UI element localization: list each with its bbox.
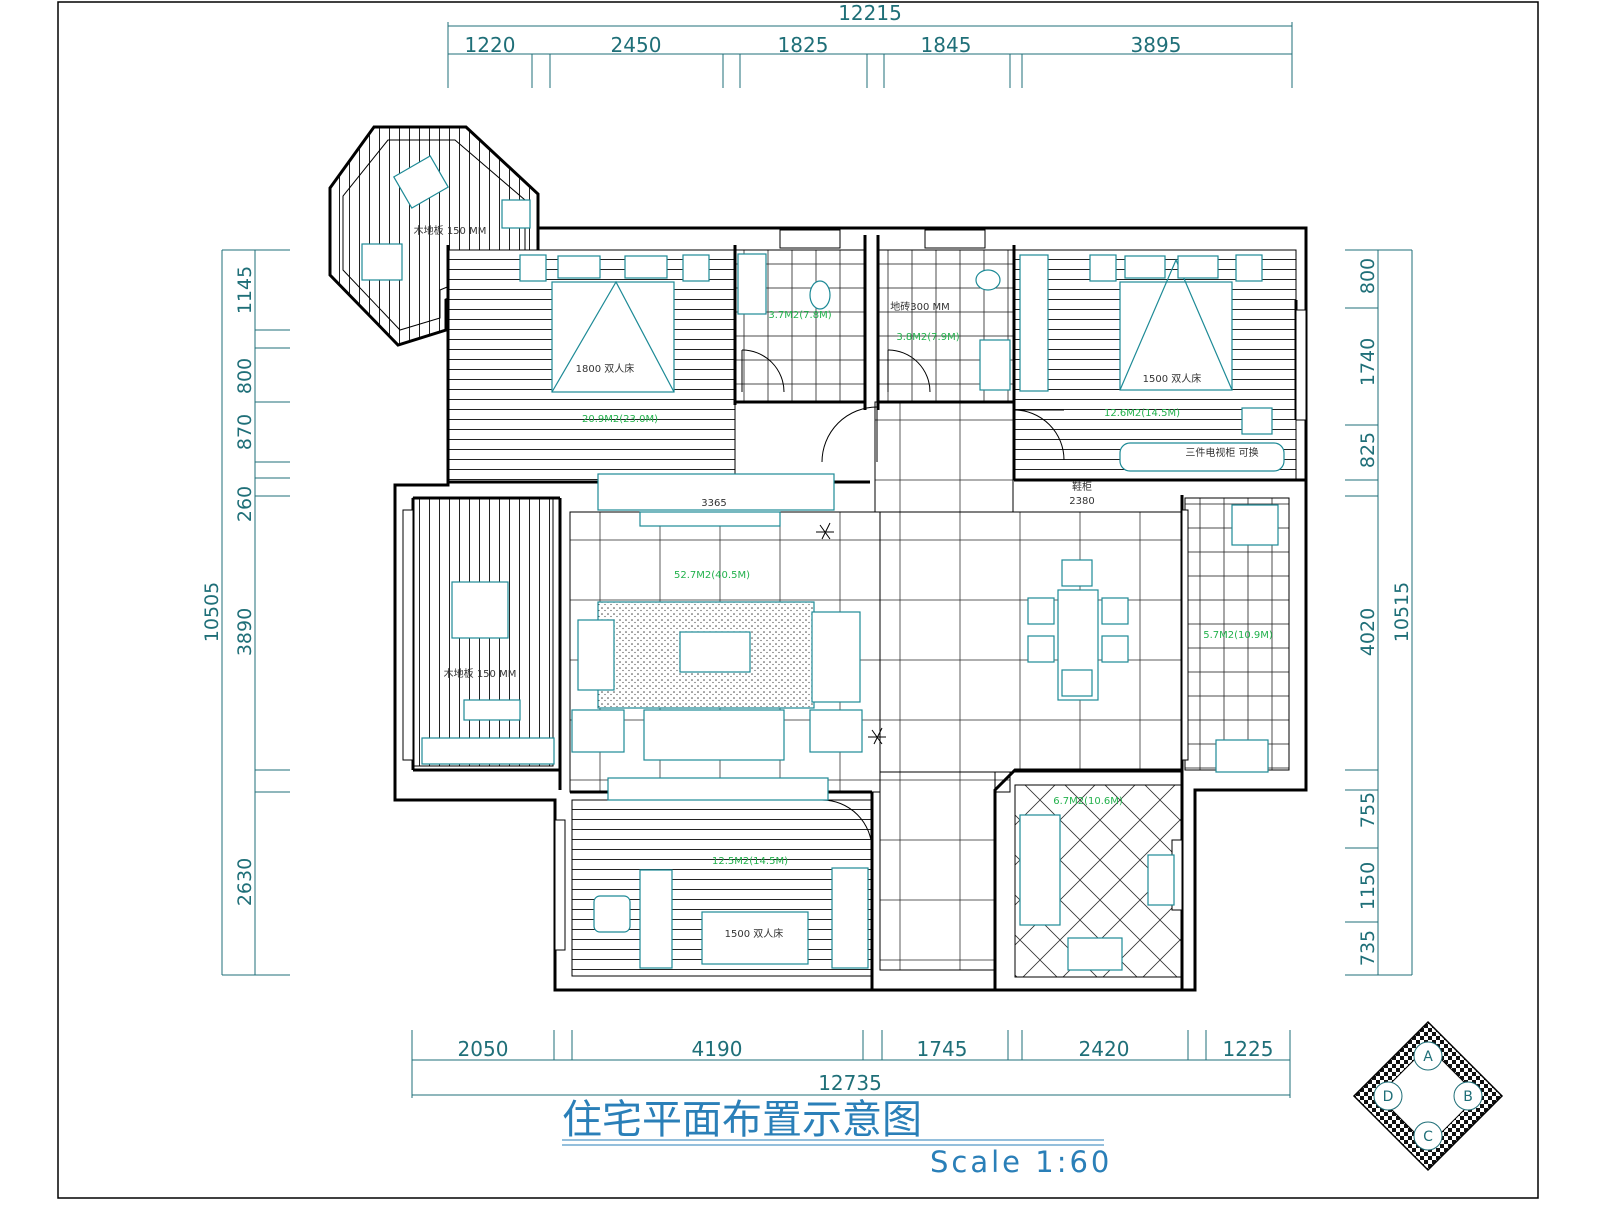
area-bedroom3: 12.5M2(14.5M) [712, 856, 788, 867]
label-balcony-top: 木地板 150 MM [414, 224, 487, 237]
corridor-floor [874, 401, 1014, 513]
area-bath1: 3.7M2(7.8M) [768, 310, 831, 321]
dim-left-3: 870 [234, 414, 256, 450]
dim-right-5: 755 [1357, 792, 1379, 828]
dim-left-2: 800 [234, 358, 256, 394]
dim-top-5: 3895 [1131, 33, 1182, 57]
dim-right-3: 825 [1357, 432, 1379, 468]
dim-right-4: 4020 [1357, 608, 1379, 656]
furniture [361, 155, 1285, 971]
drawing-title: 住宅平面布置示意图 [562, 1097, 922, 1143]
compass-b: B [1463, 1089, 1473, 1105]
dim-left-6: 2630 [234, 858, 256, 906]
area-bedroom2: 12.6M2(14.5M) [1104, 408, 1180, 419]
dim-right-6: 1150 [1357, 862, 1379, 910]
compass-rose: A B C D [1352, 1020, 1504, 1172]
label-bath2-note: 地砖300 MM [890, 300, 950, 313]
dim-top-1: 1220 [465, 33, 516, 57]
dim-bottom-1: 2050 [458, 1037, 509, 1061]
area-master-bedroom: 20.9M2(23.0M) [582, 414, 658, 425]
dim-right-total: 10515 [1391, 582, 1413, 642]
window-marks [402, 229, 1307, 951]
label-shoe-cabinet: 鞋柜 [1072, 480, 1092, 493]
label-width-a: 2380 [1069, 496, 1094, 507]
label-bed-second: 1500 双人床 [1143, 372, 1202, 385]
area-kitchen: 6.7M2(10.6M) [1053, 796, 1123, 807]
label-width-b: 3365 [701, 498, 726, 509]
dim-right-2: 1740 [1357, 338, 1379, 386]
balcony-top-left [328, 125, 540, 347]
dim-bottom-2: 4190 [692, 1037, 743, 1061]
dim-right-7: 735 [1357, 930, 1379, 966]
label-bed-third: 1500 双人床 [725, 927, 784, 940]
dim-right-1: 800 [1357, 258, 1379, 294]
doors [741, 349, 1065, 851]
dim-bottom-total: 12735 [818, 1071, 882, 1095]
compass-d: D [1383, 1089, 1394, 1105]
compass-c: C [1423, 1129, 1433, 1145]
area-bath2: 3.8M2(7.9M) [896, 332, 959, 343]
dim-left-5: 3890 [234, 608, 256, 656]
dim-left-total: 10505 [201, 582, 223, 642]
dimension-lines [221, 22, 1413, 1098]
area-balcony-right: 5.7M2(10.9M) [1203, 630, 1273, 641]
label-tv-cabinet: 三件电视柜 可换 [1185, 446, 1258, 459]
label-bed-master: 1800 双人床 [576, 362, 635, 375]
area-living: 52.7M2(40.5M) [674, 570, 750, 581]
drawing-scale: Scale 1:60 [930, 1145, 1112, 1179]
dim-bottom-3: 1745 [917, 1037, 968, 1061]
dim-left-1: 1145 [234, 266, 256, 314]
compass-a: A [1423, 1049, 1433, 1065]
dim-top-4: 1845 [921, 33, 972, 57]
hall-floor [879, 771, 996, 971]
dim-bottom-5: 1225 [1223, 1037, 1274, 1061]
dim-top-total: 12215 [838, 1, 902, 25]
dim-top-2: 2450 [611, 33, 662, 57]
dim-left-4: 260 [234, 486, 256, 522]
label-balcony-left: 木地板 150 MM [444, 667, 517, 680]
plant-decorations [816, 522, 886, 745]
dim-bottom-4: 2420 [1079, 1037, 1130, 1061]
sheet-border [57, 1, 1539, 1199]
dim-top-3: 1825 [778, 33, 829, 57]
